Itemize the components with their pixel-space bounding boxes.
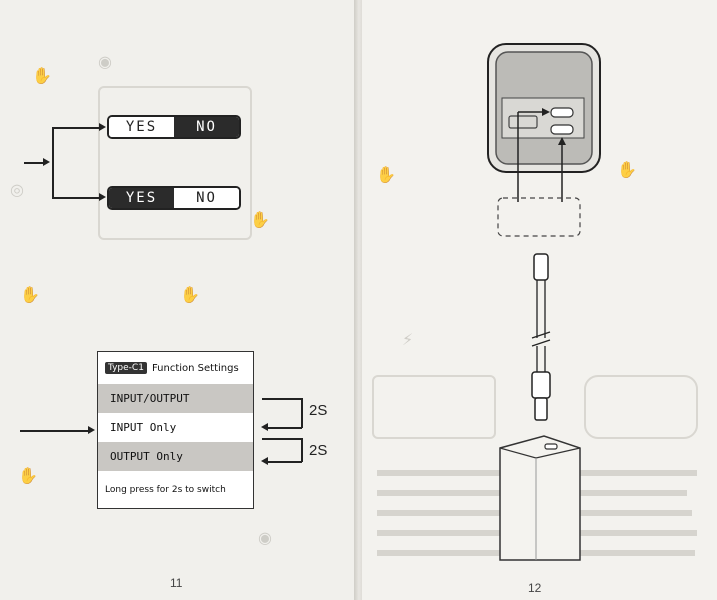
bracket1-vertical-line <box>301 398 303 428</box>
bracket1-bottom-line <box>268 427 302 429</box>
bracket2-top-line <box>262 438 302 440</box>
cable-connector-mid <box>531 371 551 399</box>
ghost-hand-icon: ✋ <box>376 165 396 184</box>
type-c1-tag: Type-C1 <box>105 362 147 374</box>
ghost-bolt-icon: ⚡ <box>402 330 414 349</box>
port-dashed-outline <box>497 197 581 237</box>
branch-top-line <box>52 127 100 129</box>
charger-port <box>544 443 558 450</box>
ghost-hand-icon: ✋ <box>20 285 40 304</box>
bracket1-top-line <box>262 398 302 400</box>
menu-item-output-only: OUTPUT Only <box>98 442 253 471</box>
input-arrow-line <box>24 162 44 164</box>
charger-illustration <box>487 43 601 561</box>
ghost-hand-icon: ✋ <box>250 210 270 229</box>
ghost-hand-icon: ✋ <box>617 160 637 179</box>
page-number-right: 12 <box>528 581 542 595</box>
step-label-2s-second: 2S <box>309 442 328 459</box>
input-arrowhead <box>43 158 50 166</box>
toggle-yes-no-top: YES NO <box>107 115 241 139</box>
panel-header: Type-C1 Function Settings <box>98 352 253 384</box>
ghost-timer-icon: ◉ <box>258 528 272 547</box>
ghost-hand-icon: ✋ <box>32 66 52 85</box>
menu-item-input-output: INPUT/OUTPUT <box>98 384 253 413</box>
charger-body <box>499 435 581 561</box>
toggle-top-yes: YES <box>109 117 174 137</box>
branch-bottom-line <box>52 197 100 199</box>
page-number-left: 11 <box>170 576 183 590</box>
menu-pointer-arrowhead <box>88 426 95 434</box>
ghost-circle-icon: ◎ <box>10 180 24 199</box>
menu-pointer-line <box>20 430 90 432</box>
panel-footer-hint: Long press for 2s to switch <box>105 484 226 495</box>
ghost-device-frame <box>584 375 698 439</box>
bracket1-arrowhead <box>261 423 268 431</box>
arrowhead-bottom-port <box>558 137 566 145</box>
cable-break-mark <box>531 331 551 347</box>
ghost-timer-icon: ◉ <box>98 52 112 71</box>
branch-bottom-arrowhead <box>99 193 106 201</box>
branch-vertical-line <box>52 127 54 198</box>
panel-title: Function Settings <box>151 362 239 374</box>
cable-connector-top <box>533 253 549 281</box>
bracket2-arrowhead <box>261 457 268 465</box>
menu-item-input-only: INPUT Only <box>98 413 253 442</box>
screen-indicator-left <box>508 115 538 129</box>
cable-plug-bottom <box>534 397 548 421</box>
port-slot-bottom <box>550 124 574 135</box>
bracket2-vertical-line <box>301 438 303 462</box>
step-label-2s-first: 2S <box>309 402 328 419</box>
branch-top-arrowhead <box>99 123 106 131</box>
book-gutter <box>354 0 362 600</box>
toggle-bottom-yes: YES <box>109 188 174 208</box>
ghost-device-frame <box>372 375 496 439</box>
ghost-hand-icon: ✋ <box>180 285 200 304</box>
toggle-bottom-no: NO <box>174 188 239 208</box>
bracket2-bottom-line <box>268 461 302 463</box>
port-slot-top <box>550 107 574 118</box>
ghost-hand-icon: ✋ <box>18 466 38 485</box>
function-settings-panel: Type-C1 Function Settings INPUT/OUTPUT I… <box>97 351 254 509</box>
toggle-yes-no-bottom: YES NO <box>107 186 241 210</box>
ghost-screen-frame <box>98 86 252 240</box>
arrowhead-top-port <box>542 108 550 116</box>
right-page: ✋ ✋ ⚡ 12 <box>362 0 717 600</box>
left-page: ✋ ◉ ◎ ✋ ✋ ✋ ✋ ◉ YES NO YES NO Type-C1 Fu… <box>0 0 354 600</box>
toggle-top-no: NO <box>174 117 239 137</box>
